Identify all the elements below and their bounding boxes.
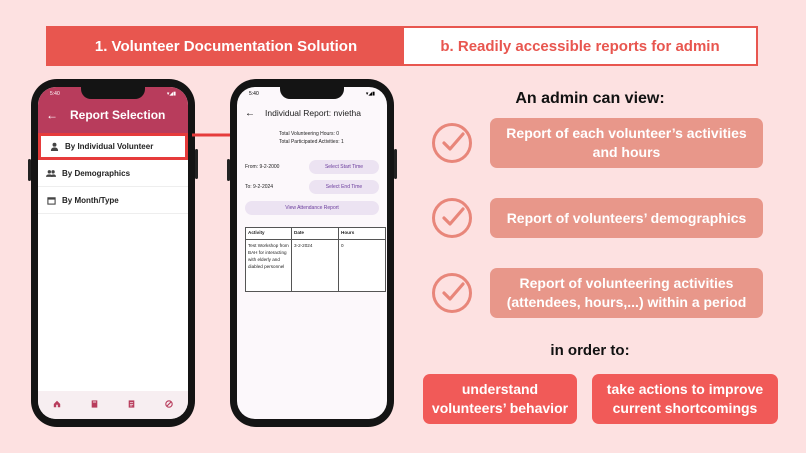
people-icon bbox=[46, 168, 56, 178]
total-activities-text: Total Participated Activities: 1 bbox=[279, 139, 344, 145]
settings-icon[interactable] bbox=[165, 400, 173, 410]
to-date-label: To: 9-2-2024 bbox=[245, 184, 274, 190]
banner-subtitle: b. Readily accessible reports for admin bbox=[404, 28, 756, 64]
page-title: Report Selection bbox=[70, 108, 166, 122]
check-circle-icon bbox=[432, 273, 472, 313]
menu-item-label: By Demographics bbox=[62, 168, 131, 178]
phone-power-button bbox=[394, 149, 397, 179]
goal-card-understand: understand volunteers’ behavior bbox=[423, 374, 577, 424]
phone-individual-report: 5:40 ▾◢▮ ← Individual Report: nvietha To… bbox=[227, 79, 397, 427]
feature-card-activities-period: Report of volunteering activities (atten… bbox=[490, 268, 763, 318]
header-banner: 1. Volunteer Documentation Solution b. R… bbox=[46, 26, 758, 66]
back-arrow-icon[interactable]: ← bbox=[245, 107, 255, 119]
check-circle-icon bbox=[432, 198, 472, 238]
column-header: Date bbox=[291, 227, 339, 240]
feature-card-volunteer-activities: Report of each volunteer’s activities an… bbox=[490, 118, 763, 168]
feature-card-demographics: Report of volunteers’ demographics bbox=[490, 198, 763, 238]
phone-notch bbox=[280, 87, 344, 99]
phone-screen: 5:40 ▾◢▮ ← Report Selection By Individua… bbox=[38, 87, 188, 419]
column-header: Hours bbox=[338, 227, 386, 240]
home-icon[interactable] bbox=[53, 400, 61, 410]
book-icon[interactable] bbox=[91, 400, 98, 410]
select-start-time-button[interactable]: Select Start Time bbox=[309, 160, 379, 174]
menu-item-label: By Individual Volunteer bbox=[65, 142, 154, 151]
total-hours-text: Total Volunteering Hours: 0 bbox=[279, 131, 340, 137]
report-summary: Total Volunteering Hours: 0 Total Partic… bbox=[237, 130, 387, 146]
document-icon[interactable] bbox=[128, 400, 135, 410]
table-row: Test Workshop from BAH for interacting w… bbox=[245, 239, 386, 292]
admin-heading: An admin can view: bbox=[515, 90, 665, 107]
calendar-icon bbox=[46, 195, 56, 205]
person-icon bbox=[49, 142, 59, 152]
phone-power-button bbox=[195, 149, 198, 179]
status-time: 5:40 bbox=[249, 90, 259, 97]
back-arrow-icon[interactable]: ← bbox=[46, 108, 58, 122]
menu-item-by-individual-volunteer[interactable]: By Individual Volunteer bbox=[38, 133, 188, 160]
phone-side-button bbox=[28, 159, 31, 181]
column-header: Activity bbox=[245, 227, 292, 240]
menu-item-by-demographics[interactable]: By Demographics bbox=[38, 160, 188, 187]
table-cell: 3-2-2024 bbox=[291, 239, 339, 292]
status-bar: 5:40 ▾◢▮ bbox=[38, 87, 188, 100]
banner-section-title: 1. Volunteer Documentation Solution bbox=[48, 28, 404, 64]
check-circle-icon bbox=[432, 123, 472, 163]
status-icons: ▾◢▮ bbox=[166, 90, 176, 97]
status-icons: ▾◢▮ bbox=[365, 90, 375, 97]
menu-item-by-month-type[interactable]: By Month/Type bbox=[38, 187, 188, 214]
view-attendance-report-button[interactable]: View Attendance Report bbox=[245, 201, 379, 215]
phone-screen: 5:40 ▾◢▮ ← Individual Report: nvietha To… bbox=[237, 87, 387, 419]
phone-side-button bbox=[227, 159, 230, 181]
goal-card-improve: take actions to improve current shortcom… bbox=[592, 374, 778, 424]
menu-item-label: By Month/Type bbox=[62, 195, 119, 205]
bottom-nav bbox=[38, 391, 188, 419]
phone-report-selection: 5:40 ▾◢▮ ← Report Selection By Individua… bbox=[28, 79, 198, 427]
table-cell: Test Workshop from BAH for interacting w… bbox=[245, 239, 292, 292]
status-bar: 5:40 ▾◢▮ bbox=[237, 87, 387, 100]
order-heading: in order to: bbox=[550, 342, 630, 359]
attendance-table: Activity Date Hours Test Workshop from B… bbox=[245, 227, 386, 292]
from-date-label: From: 9-2-2000 bbox=[245, 164, 280, 170]
select-end-time-button[interactable]: Select End Time bbox=[309, 180, 379, 194]
page-title: Individual Report: nvietha bbox=[265, 108, 361, 118]
table-cell: 0 bbox=[338, 239, 386, 292]
phone-notch bbox=[81, 87, 145, 99]
status-time: 5:40 bbox=[50, 90, 60, 97]
